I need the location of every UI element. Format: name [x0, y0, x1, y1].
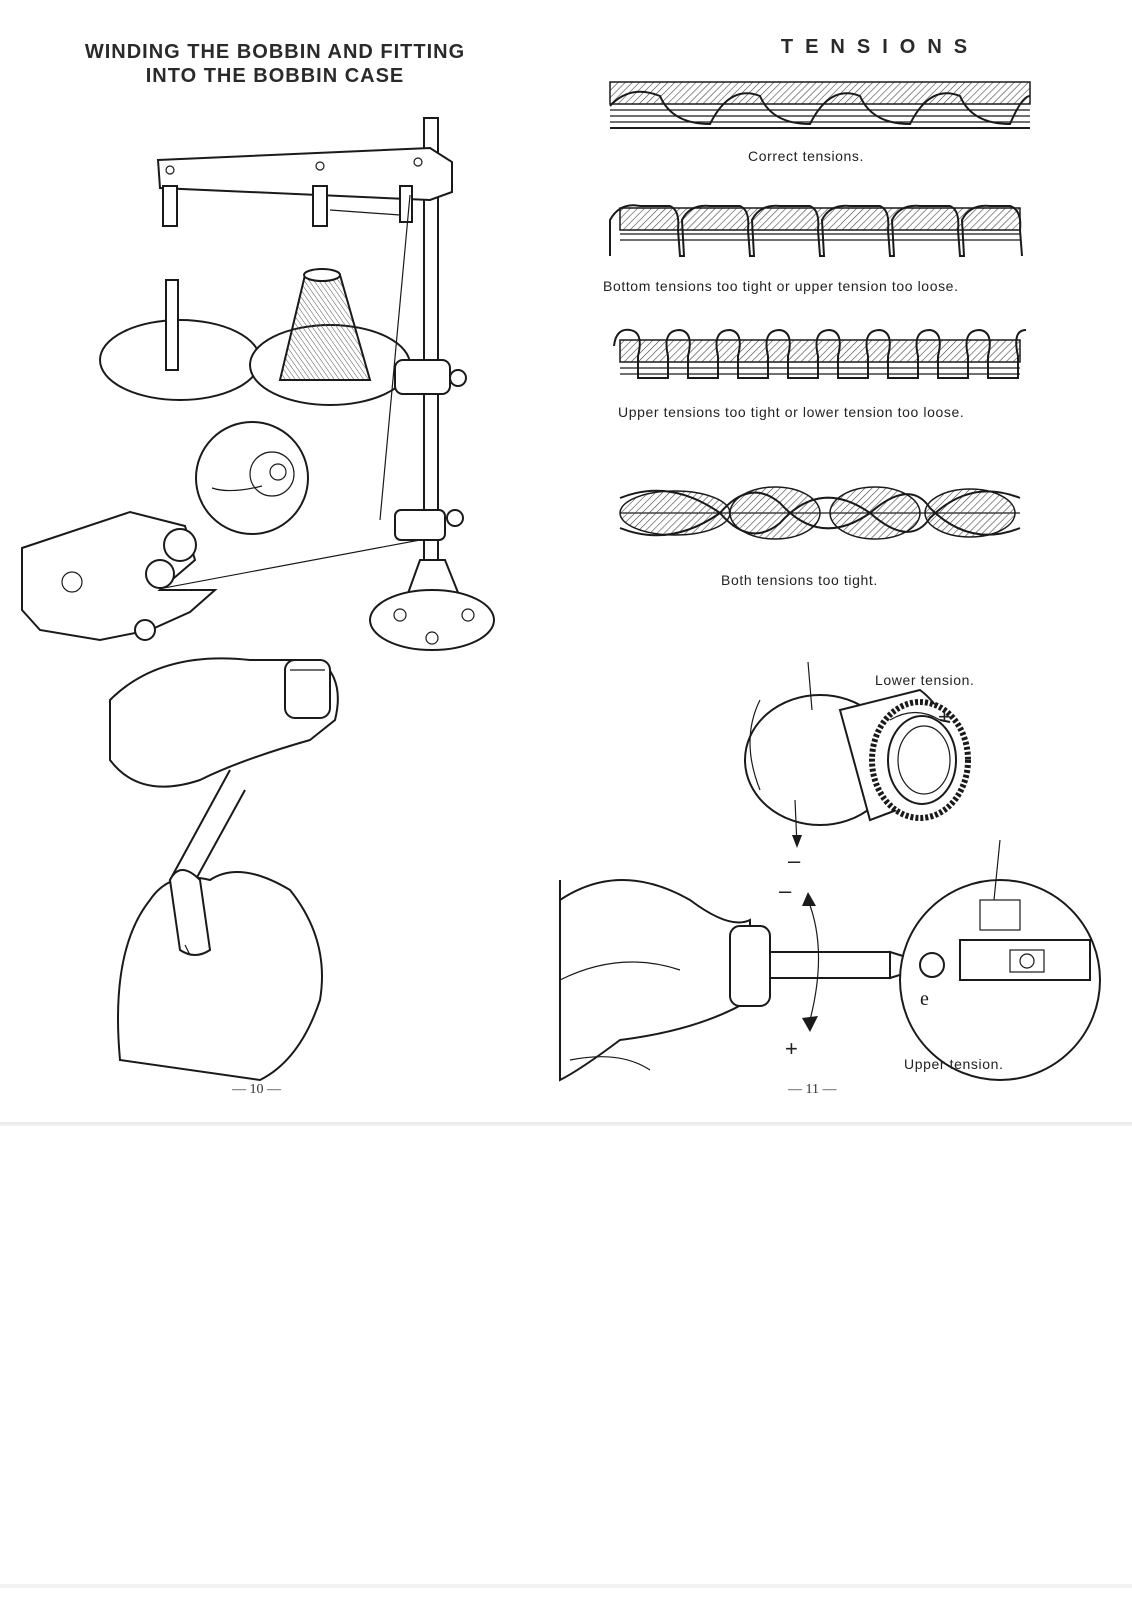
- left-heading-line1: WINDING THE BOBBIN AND FITTING: [84, 41, 466, 63]
- upper-tension-tight-diagram: [613, 328, 1027, 379]
- left-heading-line2: INTO THE BOBBIN CASE: [145, 65, 405, 87]
- lower-tension-plus-sign: +: [938, 704, 952, 729]
- scan-edge-line: [0, 1122, 1132, 1126]
- right-heading: TENSIONS: [780, 36, 980, 58]
- left-page: WINDING THE BOBBIN AND FITTING INTO THE …: [0, 0, 560, 1140]
- caption-lower-tension: Lower tension.: [875, 672, 975, 688]
- both-tensions-tight-diagram: [619, 486, 1021, 540]
- caption-correct-tensions: Correct tensions.: [748, 148, 865, 164]
- upper-tension-minus-sign: –: [779, 878, 792, 903]
- bottom-tension-tight-diagram: [609, 204, 1023, 257]
- left-page-number: — 10 —: [232, 1082, 281, 1097]
- right-page: TENSIONS Correct tensions. Bottom tensio…: [559, 0, 1132, 1140]
- thread-stand-illustration: [21, 117, 495, 1082]
- left-heading: WINDING THE BOBBIN AND FITTING INTO THE …: [40, 40, 510, 88]
- right-page-number: — 11 —: [788, 1082, 837, 1097]
- caption-bottom-tension-tight: Bottom tensions too tight or upper tensi…: [603, 278, 959, 294]
- upper-tension-illustration: e: [559, 839, 1101, 1082]
- correct-tension-diagram: [609, 81, 1031, 129]
- scan-bottom-edge: [0, 1584, 1132, 1588]
- lower-tension-illustration: [744, 661, 971, 848]
- upper-tension-plus-sign: +: [785, 1036, 799, 1061]
- caption-upper-tension-tight: Upper tensions too tight or lower tensio…: [618, 404, 965, 420]
- caption-both-tensions-tight: Both tensions too tight.: [721, 572, 878, 588]
- lower-tension-minus-sign: –: [788, 848, 801, 873]
- manual-spread: WINDING THE BOBBIN AND FITTING INTO THE …: [0, 0, 1132, 1140]
- svg-text:e: e: [920, 988, 929, 1010]
- caption-upper-tension: Upper tension.: [904, 1056, 1004, 1072]
